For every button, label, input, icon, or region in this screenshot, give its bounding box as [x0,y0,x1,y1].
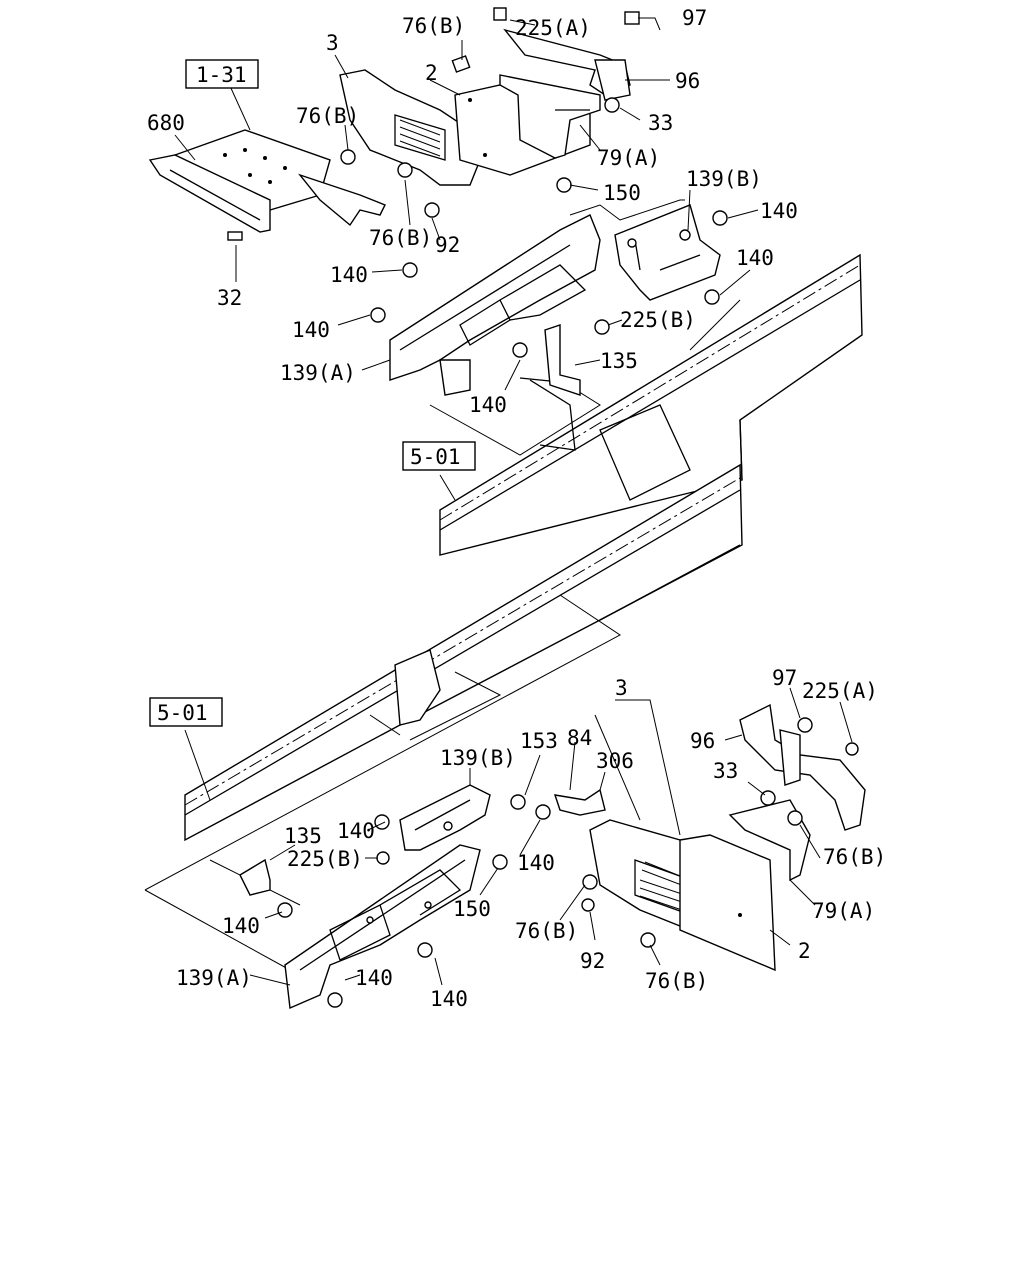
frame-rail-bottom [184,463,743,842]
label-32-top: 32 [217,286,242,310]
bracket-139a-top [389,214,601,396]
bracket-139a-bottom [284,844,481,1010]
label-84-bottom: 84 [567,726,592,750]
top-assembly: 1-31 5-01 3 76(B) 225(A) 97 2 96 76(B) 3… [147,6,863,556]
ref-label-5-01-bottom: 5-01 [157,701,208,725]
step-plate [148,129,386,233]
ref-label-1-31: 1-31 [196,63,247,87]
leaders-bottom [184,687,853,986]
bottom-assembly: 5-01 3 97 225(A) 153 84 306 96 139(B) 33… [144,463,886,1011]
label-97-bottom: 97 [772,666,797,690]
label-225a-top: 225(A) [515,16,591,40]
label-33-bottom: 33 [713,759,738,783]
label-92-bottom: 92 [580,949,605,973]
label-92-top: 92 [435,233,460,257]
leaders-top [174,17,759,501]
label-140-b-bottom: 140 [517,851,555,875]
label-76b-a-bottom: 76(B) [823,845,886,869]
label-76b-b-bottom: 76(B) [515,919,578,943]
label-225b-top: 225(B) [620,308,696,332]
label-96-bottom: 96 [690,729,715,753]
label-2-bottom: 2 [798,939,811,963]
label-153-bottom: 153 [520,729,558,753]
label-140-c-bottom: 140 [222,914,260,938]
label-79a-top: 79(A) [597,146,660,170]
label-140-e-bottom: 140 [430,987,468,1011]
label-76b-c-top: 76(B) [369,226,432,250]
label-76b-c-bottom: 76(B) [645,969,708,993]
label-139b-bottom: 139(B) [440,746,516,770]
panel-2-bottom [679,834,776,972]
label-140-d-bottom: 140 [355,966,393,990]
step-cover-top [339,69,481,186]
label-139a-bottom: 139(A) [176,966,252,990]
bracket-139b-top [614,204,721,301]
label-306-bottom: 306 [596,749,634,773]
label-3-top: 3 [326,31,339,55]
label-140-e-top: 140 [469,393,507,417]
label-139a-top: 139(A) [280,361,356,385]
frame-rail-top [439,253,863,556]
label-225a-bottom: 225(A) [802,679,878,703]
label-3-bottom: 3 [615,676,628,700]
ref-box-1-31 [185,59,259,89]
label-97-top: 97 [682,6,707,30]
label-33-top: 33 [648,111,673,135]
label-96-top: 96 [675,69,700,93]
label-135-top: 135 [600,349,638,373]
label-140-b-top: 140 [736,246,774,270]
bracket-139b-bottom [399,784,491,851]
label-680-top: 680 [147,111,185,135]
label-135-bottom: 135 [284,824,322,848]
label-140-a-top: 140 [760,199,798,223]
assembly-outline-bottom [144,594,621,891]
label-225b-bottom: 225(B) [287,847,363,871]
fasteners-top [227,7,728,396]
label-139b-top: 139(B) [686,167,762,191]
label-140-d-top: 140 [292,318,330,342]
label-140-c-top: 140 [330,263,368,287]
label-150-bottom: 150 [453,897,491,921]
ref-box-5-01-top [402,441,476,471]
label-76b-a-top: 76(B) [402,14,465,38]
label-76b-b-top: 76(B) [296,104,359,128]
label-2-top: 2 [425,61,438,85]
ref-box-5-01-bottom [149,697,223,727]
label-150-top: 150 [603,181,641,205]
stay-79a-top [499,28,631,159]
ref-label-5-01-top: 5-01 [410,445,461,469]
label-140-a-bottom: 140 [337,819,375,843]
label-79a-bottom: 79(A) [812,899,875,923]
